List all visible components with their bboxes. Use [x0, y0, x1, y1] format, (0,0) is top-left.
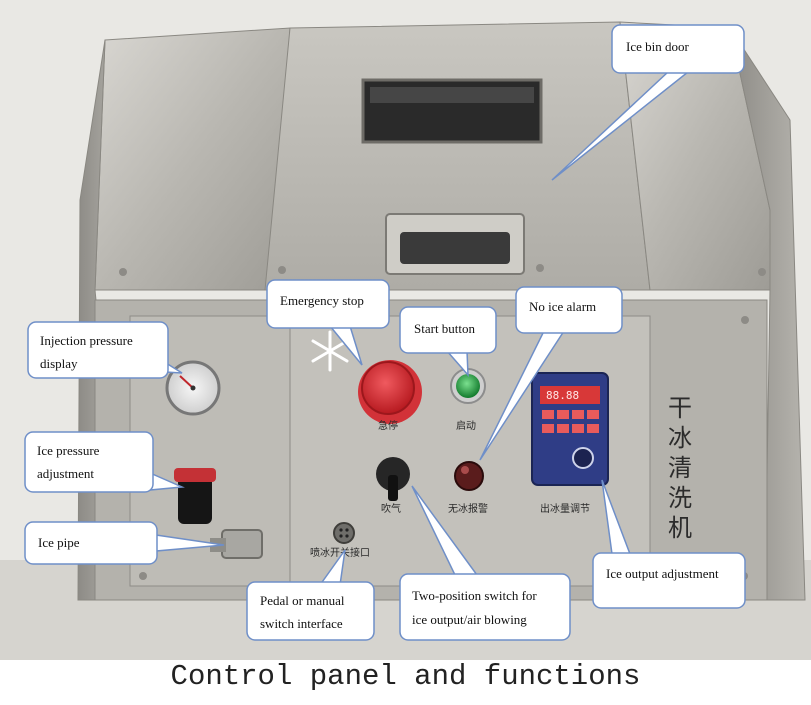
- callout-box-pedal: [246, 581, 375, 641]
- callout-pedal-line1: Pedal or manual: [260, 593, 345, 608]
- connector-pin: [339, 534, 343, 538]
- pedal-interface-connector[interactable]: [333, 522, 355, 544]
- callout-box-emergency-stop: [266, 279, 390, 329]
- connector-pin: [339, 528, 343, 532]
- controller-key[interactable]: [542, 424, 554, 433]
- vertical-title-char: 洗: [668, 484, 692, 512]
- controller-key[interactable]: [557, 410, 569, 419]
- controller-display-value: 88.88: [546, 389, 579, 402]
- gauge-needle: [179, 375, 194, 389]
- callout-start-button: Start button: [414, 321, 476, 336]
- door-handle-slot: [400, 232, 510, 264]
- callout-two-position-line2: ice output/air blowing: [412, 612, 527, 627]
- pressure-regulator-knob[interactable]: [178, 474, 212, 524]
- controller-screen: [540, 386, 600, 404]
- connector-pin: [345, 528, 349, 532]
- vertical-title-char: 干: [668, 394, 692, 422]
- pressure-regulator-ring: [174, 468, 216, 482]
- screw: [119, 268, 127, 276]
- callout-ice-pressure-line1: Ice pressure: [37, 443, 100, 458]
- connector-pin: [345, 534, 349, 538]
- callout-pedal-line2: switch interface: [260, 616, 343, 631]
- ice-pipe-fitting[interactable]: [221, 529, 263, 559]
- screw: [741, 316, 749, 324]
- callout-injection-pressure-line1: Injection pressure: [40, 333, 133, 348]
- blow-label: 吹气: [381, 502, 401, 515]
- ice-output-adjust-label: 出冰量调节: [540, 502, 590, 515]
- figure-caption: Control panel and functions: [170, 660, 641, 693]
- controller-dial[interactable]: [572, 447, 594, 469]
- callout-box-no-ice-alarm: [515, 286, 623, 334]
- machine-top-left-panel: [94, 27, 291, 291]
- ice-bin-window-reflection: [370, 87, 534, 103]
- callout-no-ice-alarm: No ice alarm: [529, 299, 596, 314]
- snowflake-icon: [311, 330, 349, 372]
- controller-key[interactable]: [572, 424, 584, 433]
- no-ice-alarm-label: 无冰报警: [448, 502, 488, 515]
- callout-box-ice-output-adjustment: [592, 552, 746, 609]
- start-button[interactable]: [456, 374, 480, 398]
- callout-box-injection-pressure: [27, 321, 169, 379]
- callout-arrows: [149, 71, 691, 586]
- callout-two-position-line1: Two-position switch for: [412, 588, 537, 603]
- callout-box-ice-bin-door: [611, 24, 745, 74]
- vertical-title-char: 冰: [668, 424, 692, 452]
- callout-box-ice-pressure: [24, 431, 154, 493]
- vertical-title-char: 机: [668, 514, 692, 542]
- emergency-stop-button[interactable]: [361, 361, 415, 415]
- callout-ice-output-adjustment: Ice output adjustment: [606, 566, 719, 581]
- selector-switch-base: [376, 457, 410, 491]
- callout-ice-pipe: Ice pipe: [38, 535, 80, 550]
- selector-switch-lever[interactable]: [388, 475, 398, 501]
- callout-box-ice-pipe: [24, 521, 158, 565]
- screw: [536, 264, 544, 272]
- callout-box-start-button: [399, 306, 497, 354]
- start-label: 启动: [456, 419, 476, 432]
- screw: [278, 266, 286, 274]
- emergency-stop-label: 急停: [378, 419, 398, 432]
- callout-ice-pressure-line2: adjustment: [37, 466, 94, 481]
- gauge-center: [190, 385, 196, 391]
- controller-key[interactable]: [542, 410, 554, 419]
- no-ice-alarm-light: [454, 461, 484, 491]
- vertical-title-char: 清: [668, 454, 692, 482]
- interface-label: 喷冰开关接口: [310, 546, 370, 559]
- screw: [758, 268, 766, 276]
- callout-injection-pressure-line2: display: [40, 356, 78, 371]
- screw: [139, 572, 147, 580]
- controller-key[interactable]: [587, 424, 599, 433]
- alarm-light-glint: [461, 466, 469, 474]
- callout-ice-bin-door: Ice bin door: [626, 39, 689, 54]
- callout-box-two-position: [399, 573, 571, 641]
- callout-emergency-stop: Emergency stop: [280, 293, 364, 308]
- controller-key[interactable]: [572, 410, 584, 419]
- controller-key[interactable]: [557, 424, 569, 433]
- controller-key[interactable]: [587, 410, 599, 419]
